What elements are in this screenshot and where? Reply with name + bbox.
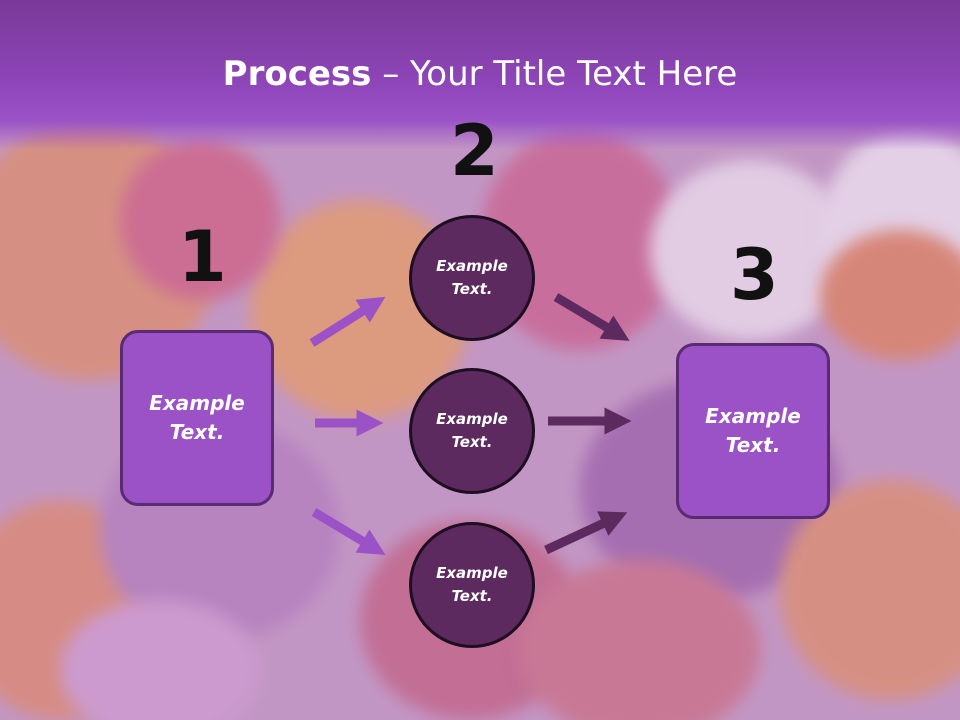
box-right-line2: Text. <box>725 433 781 457</box>
circle-bottom-line1: Example <box>436 564 508 582</box>
box-left-line2: Text. <box>169 420 225 444</box>
box-right-line1: Example <box>705 404 801 428</box>
process-circle-middle: Example Text. <box>409 368 535 494</box>
title-rest: Your Title Text Here <box>410 54 738 94</box>
title-dash: – <box>371 54 411 94</box>
process-box-right: Example Text. <box>676 343 830 519</box>
arrow-bottom-to-right <box>544 511 628 555</box>
process-circle-top: Example Text. <box>409 215 535 341</box>
process-box-left: Example Text. <box>120 330 274 506</box>
title-bold: Process <box>222 54 372 94</box>
arrow-top-to-right <box>553 293 630 341</box>
step-number-2: 2 <box>450 110 499 192</box>
page-title: Process – Your Title Text Here <box>0 54 960 94</box>
circle-middle-line1: Example <box>436 410 508 428</box>
arrow-left-to-bottom <box>311 508 386 555</box>
process-circle-bottom: Example Text. <box>409 522 535 648</box>
circle-top-line1: Example <box>436 257 508 275</box>
title-bar <box>0 0 960 150</box>
circle-bottom-line2: Text. <box>451 587 493 605</box>
circle-middle-line2: Text. <box>451 433 493 451</box>
box-left-line1: Example <box>149 391 245 415</box>
circle-top-line2: Text. <box>451 280 493 298</box>
arrow-left-to-top <box>309 296 386 347</box>
step-number-1: 1 <box>178 216 227 298</box>
step-number-3: 3 <box>730 234 779 316</box>
